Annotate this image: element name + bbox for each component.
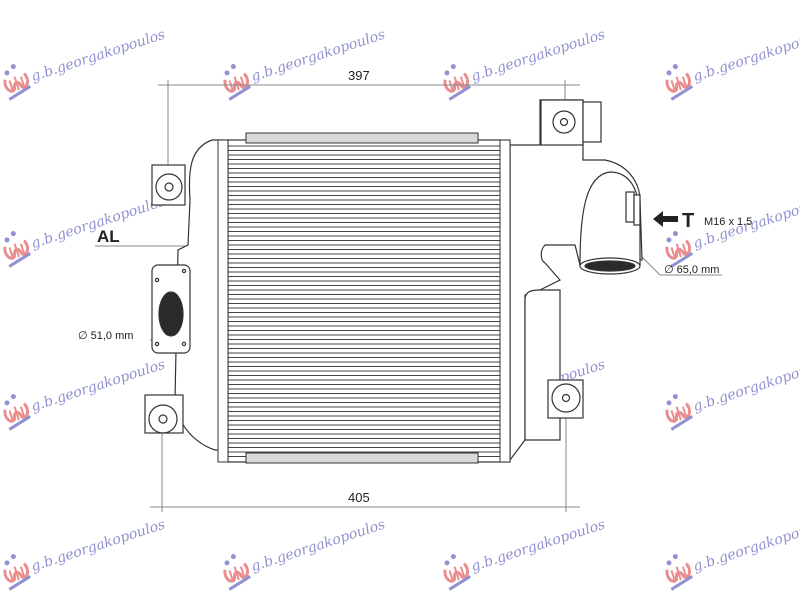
radiator-core — [217, 132, 511, 464]
watermark: g.b.georgakopoulos — [0, 194, 167, 268]
watermark-text: g.b.georgakopoulos — [691, 27, 800, 85]
material-label: AL — [97, 227, 120, 246]
left-tank — [144, 139, 229, 451]
watermark-logo-icon — [0, 226, 34, 268]
watermark: g.b.georgakopoulos — [437, 517, 607, 591]
watermark: g.b.georgakopoulos — [0, 27, 167, 101]
bottom-width-dimension: 405 — [348, 490, 370, 505]
watermark: g.b.georgakopoulos — [659, 27, 800, 101]
watermark-logo-icon — [659, 226, 696, 268]
thread-symbol: T — [682, 210, 694, 232]
inlet-diameter-label: ∅ 51,0 mm — [78, 330, 133, 342]
watermark: g.b.georgakopoulos — [659, 517, 800, 591]
watermark-logo-icon — [0, 389, 34, 431]
watermark-logo-icon — [0, 549, 34, 591]
watermark-text: g.b.georgakopoulos — [691, 517, 800, 575]
watermark-logo-icon — [659, 549, 696, 591]
watermark-logo-icon — [217, 59, 254, 101]
watermark-logo-icon — [217, 549, 254, 591]
watermark-text: g.b.georgakopoulos — [249, 517, 387, 575]
watermark: g.b.georgakopoulos — [217, 517, 387, 591]
arrow-left-icon — [653, 211, 678, 227]
top-width-dimension: 397 — [348, 68, 370, 83]
right-tank — [509, 99, 643, 462]
watermark-text: g.b.georgakopoulos — [691, 357, 800, 415]
watermark-logo-icon — [0, 59, 34, 101]
watermark-text: g.b.georgakopoulos — [469, 517, 607, 575]
watermark-text: g.b.georgakopoulos — [29, 517, 167, 575]
watermark-logo-icon — [437, 59, 474, 101]
watermark: g.b.georgakopoulos — [659, 357, 800, 431]
thread-spec-label: M16 x 1.5 — [704, 216, 752, 228]
watermark-logo-icon — [659, 389, 696, 431]
watermark: g.b.georgakopoulos — [0, 517, 167, 591]
watermark: g.b.georgakopoulos — [0, 357, 167, 431]
outlet-diameter-label: ∅ 65,0 mm — [664, 264, 719, 276]
watermark: g.b.georgakopoulos — [437, 27, 607, 101]
watermark-logo-icon — [437, 549, 474, 591]
watermark-text: g.b.georgakopoulos — [469, 27, 607, 85]
watermark-text: g.b.georgakopoulos — [29, 27, 167, 85]
watermark-logo-icon — [659, 59, 696, 101]
watermark: g.b.georgakopoulos — [217, 27, 387, 101]
